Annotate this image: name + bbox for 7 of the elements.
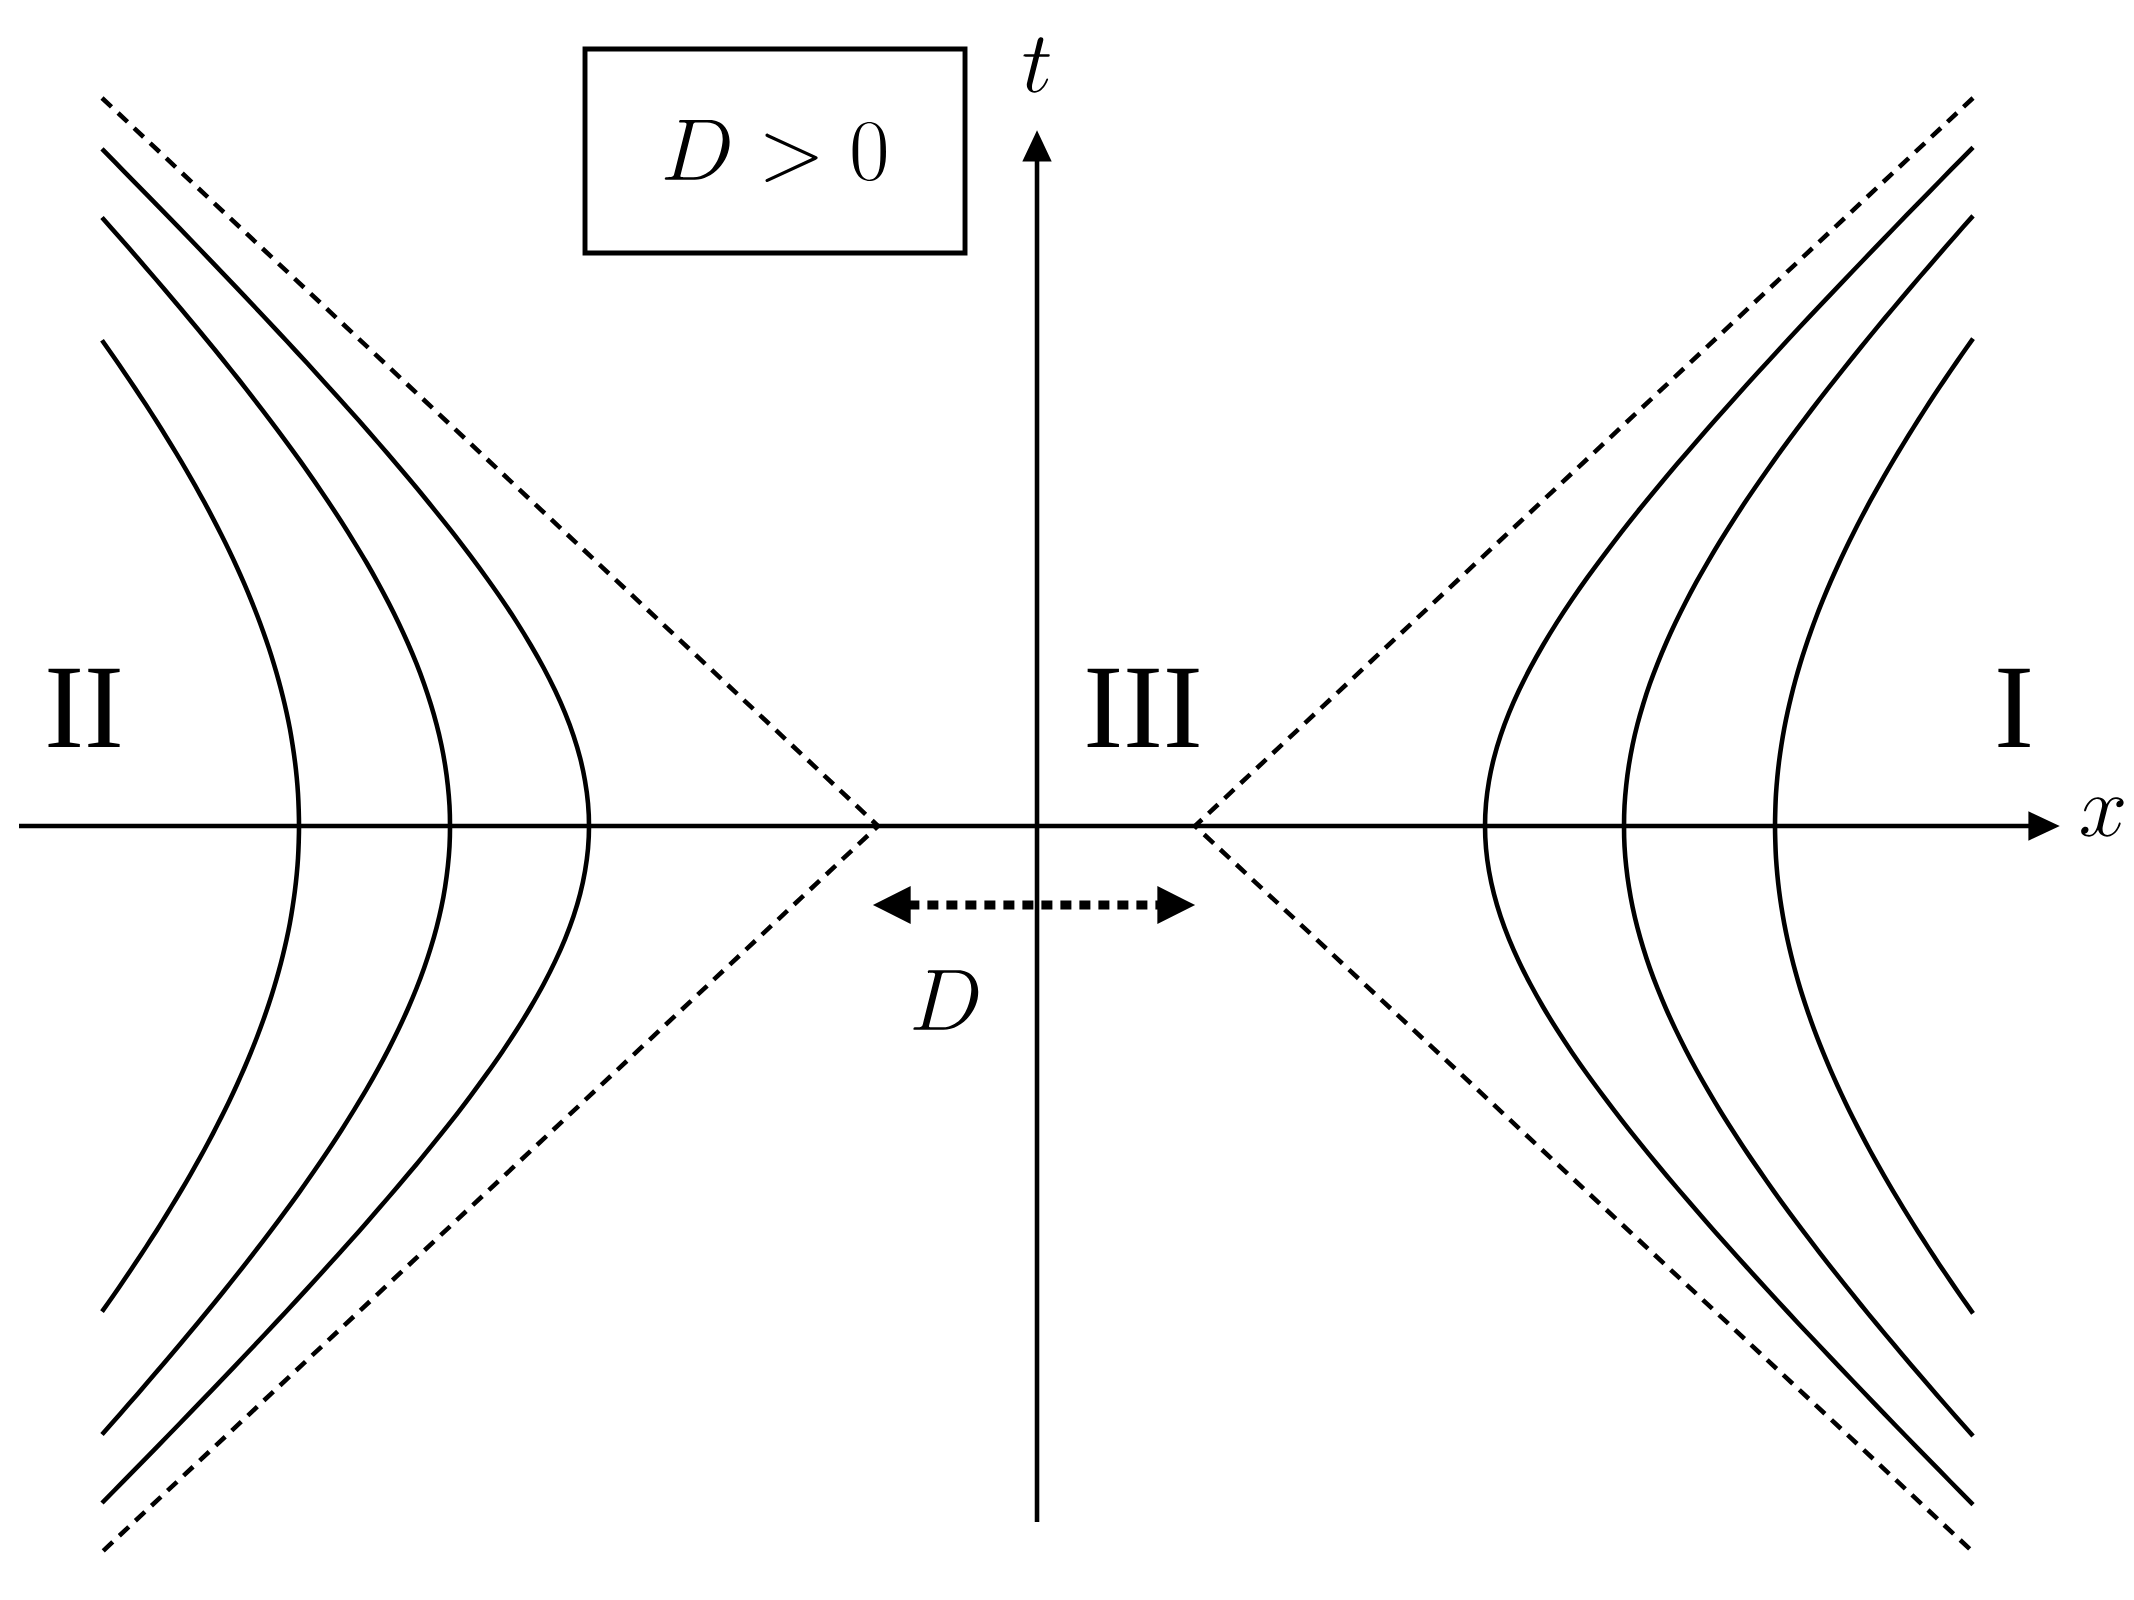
- region-label: I: [1998, 668, 2030, 748]
- axis-label: $x$: [2081, 797, 2124, 837]
- condition-box: $D > 0$: [582, 46, 968, 256]
- region-label: III: [1087, 668, 1199, 748]
- region-label: II: [48, 668, 120, 748]
- dimension-label: $D$: [913, 970, 979, 1030]
- axis-label: $t$: [1023, 37, 1050, 93]
